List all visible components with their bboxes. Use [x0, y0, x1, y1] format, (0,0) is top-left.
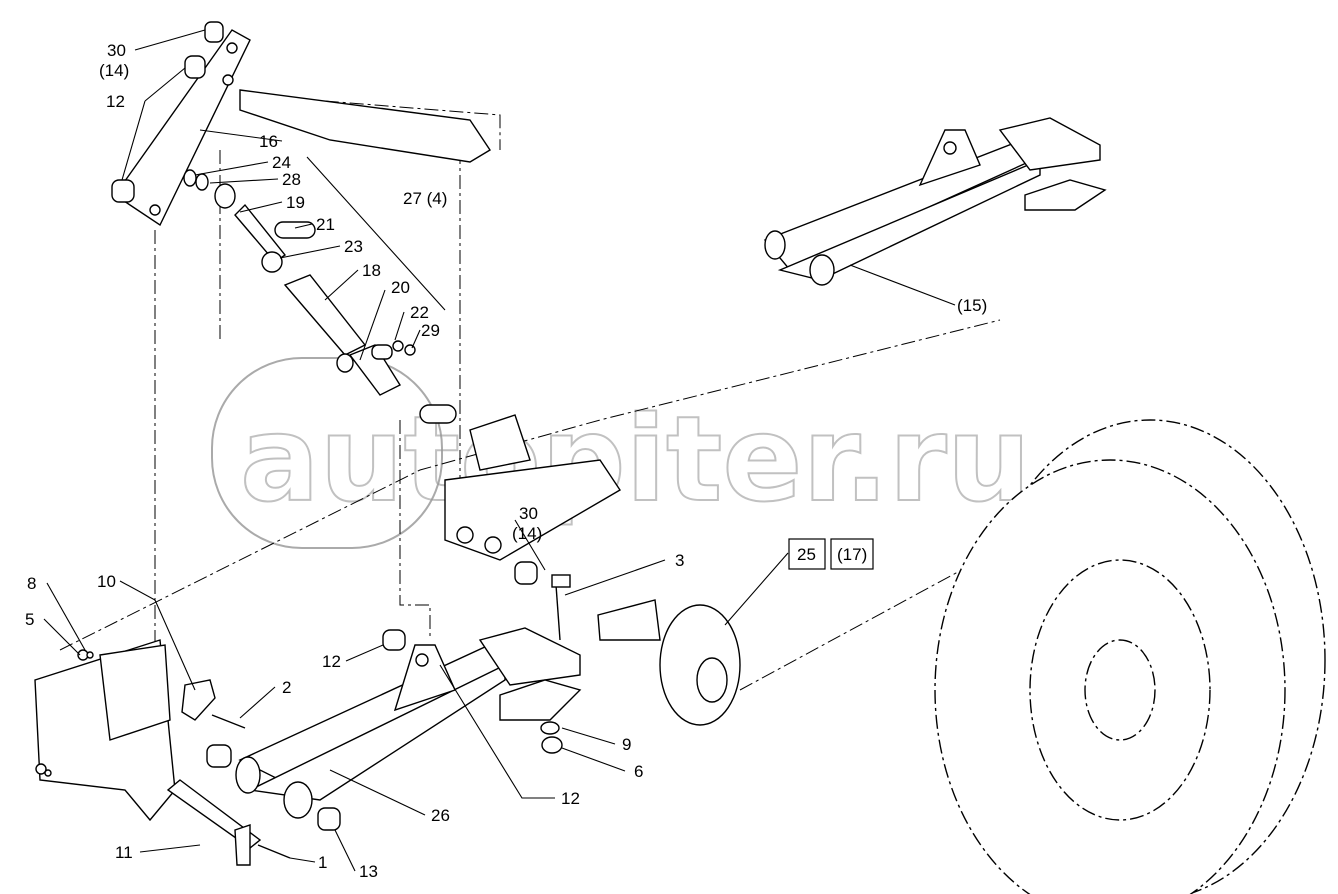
callout-12-bottom[interactable]: 12 — [561, 789, 580, 808]
callout-1[interactable]: 1 — [318, 853, 327, 872]
callout-29[interactable]: 29 — [421, 321, 440, 340]
callout-16[interactable]: 16 — [259, 132, 278, 151]
callout-30[interactable]: 30 — [107, 41, 126, 60]
callout-26[interactable]: 26 — [431, 806, 450, 825]
arm-26 — [166, 561, 582, 866]
arm-15 — [763, 117, 1107, 286]
callout-9[interactable]: 9 — [622, 735, 631, 754]
leader-lines — [43, 29, 956, 872]
hydraulic-cylinder — [239, 89, 491, 163]
callout-5[interactable]: 5 — [25, 610, 34, 629]
callout-21[interactable]: 21 — [316, 215, 335, 234]
callout-18[interactable]: 18 — [362, 261, 381, 280]
callout-6[interactable]: 6 — [634, 762, 643, 781]
callout-27[interactable]: 27 (4) — [403, 189, 447, 208]
callout-12[interactable]: 12 — [106, 92, 125, 111]
callout-30-lower[interactable]: 30 — [519, 504, 538, 523]
callout-12-lower[interactable]: 12 — [322, 652, 341, 671]
left-frame-bracket — [34, 639, 246, 822]
callout-22[interactable]: 22 — [410, 303, 429, 322]
callout-8[interactable]: 8 — [27, 574, 36, 593]
watermark: autopiter.ru — [211, 357, 1032, 549]
callout-2[interactable]: 2 — [282, 678, 291, 697]
link-bar-16 — [111, 21, 251, 227]
callout-28[interactable]: 28 — [282, 170, 301, 189]
callout-19[interactable]: 19 — [286, 193, 305, 212]
callout-11[interactable]: 11 — [115, 843, 133, 862]
callout-10[interactable]: 10 — [97, 572, 116, 591]
callout-13[interactable]: 13 — [359, 862, 378, 881]
callout-14[interactable]: (14) — [99, 61, 129, 80]
callout-3[interactable]: 3 — [675, 551, 684, 570]
callout-15[interactable]: (15) — [957, 296, 987, 315]
wheel — [934, 419, 1326, 894]
callout-23[interactable]: 23 — [344, 237, 363, 256]
callout-17[interactable]: (17) — [837, 545, 867, 564]
callout-24[interactable]: 24 — [272, 153, 291, 172]
watermark-text: autopiter.ru — [240, 390, 1031, 528]
callout-14-lower[interactable]: (14) — [512, 524, 542, 543]
callout-labels: 30 (14) 12 16 24 28 19 21 23 18 27 (4) 2… — [25, 41, 987, 881]
turnbuckle-assembly — [183, 169, 457, 424]
callout-20[interactable]: 20 — [391, 278, 410, 297]
callout-25[interactable]: 25 — [797, 545, 816, 564]
mounting-bracket — [444, 414, 621, 561]
wheel-hub-25 — [597, 599, 741, 726]
